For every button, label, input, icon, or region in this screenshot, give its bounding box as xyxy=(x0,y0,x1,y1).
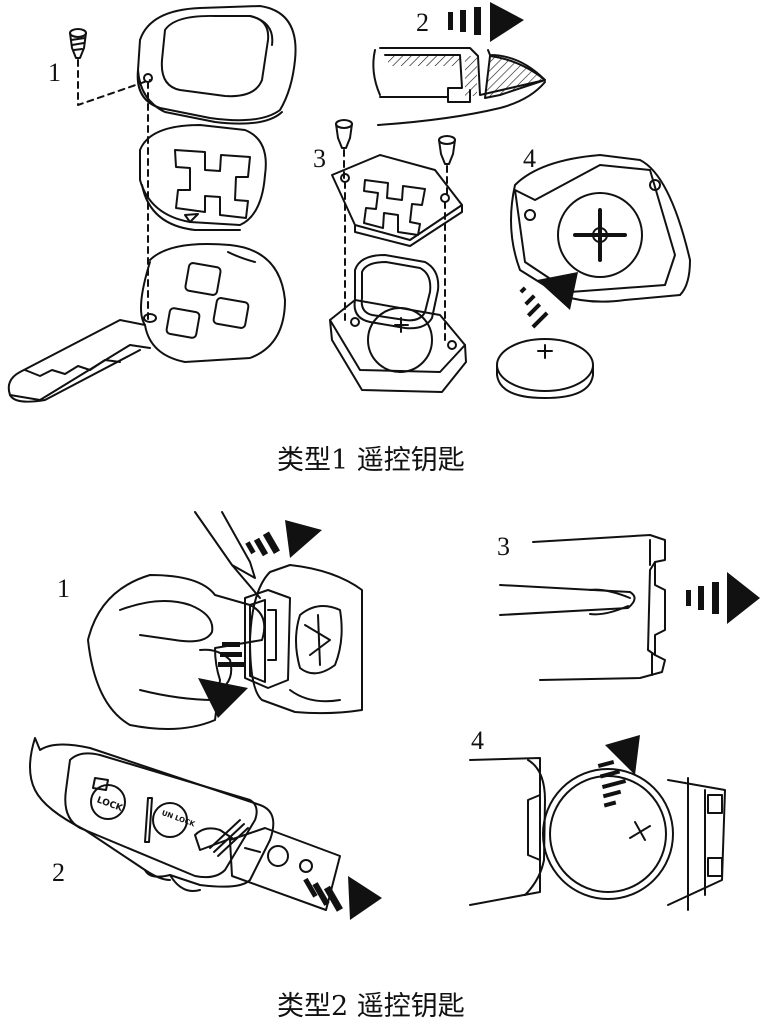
type1-step-number-4: 4 xyxy=(523,144,536,173)
type1-pull-arrow-icon xyxy=(448,2,524,42)
type1-step-number-2: 2 xyxy=(416,8,429,37)
type2-step1-release-cover xyxy=(87,511,363,730)
key-body xyxy=(7,243,286,403)
screw-icon xyxy=(69,28,87,59)
push-right-arrow-icon xyxy=(686,572,760,624)
type2-caption: 类型2 遥控钥匙 xyxy=(277,991,465,1022)
lock-button-label: LOCK xyxy=(95,795,124,814)
top-cover xyxy=(136,5,297,125)
type2-step-number-4: 4 xyxy=(471,726,484,755)
type2-step2-slide-out-key: LOCK UN LOCK xyxy=(29,737,382,920)
slide-down-arrow-icon xyxy=(198,642,248,718)
slide-right-arrow-icon xyxy=(303,876,382,920)
removal-arrow-icon xyxy=(519,272,578,329)
type1-step-number-1: 1 xyxy=(48,58,61,87)
rubber-button-pad xyxy=(139,124,267,231)
type1-step1-exploded-key xyxy=(7,5,297,403)
type1-caption: 类型1 遥控钥匙 xyxy=(277,445,465,476)
pull-arrow-icon xyxy=(245,520,322,558)
screw-icon xyxy=(438,135,456,165)
type1-step2-prying-cover xyxy=(372,47,546,126)
type1-step-number-3: 3 xyxy=(313,144,326,173)
type2-step-number-1: 1 xyxy=(57,574,70,603)
type1-step4-battery-removal xyxy=(496,154,691,399)
type1-step3-case-screws xyxy=(329,119,467,393)
type2-step3-pry-case xyxy=(499,534,760,681)
screw-icon xyxy=(335,119,353,149)
type2-step4-remove-battery xyxy=(469,735,726,911)
lift-arrow-icon xyxy=(597,735,640,808)
unlock-button-label: UN LOCK xyxy=(161,809,197,829)
type2-step-number-3: 3 xyxy=(497,532,510,561)
type2-step-number-2: 2 xyxy=(52,858,65,887)
